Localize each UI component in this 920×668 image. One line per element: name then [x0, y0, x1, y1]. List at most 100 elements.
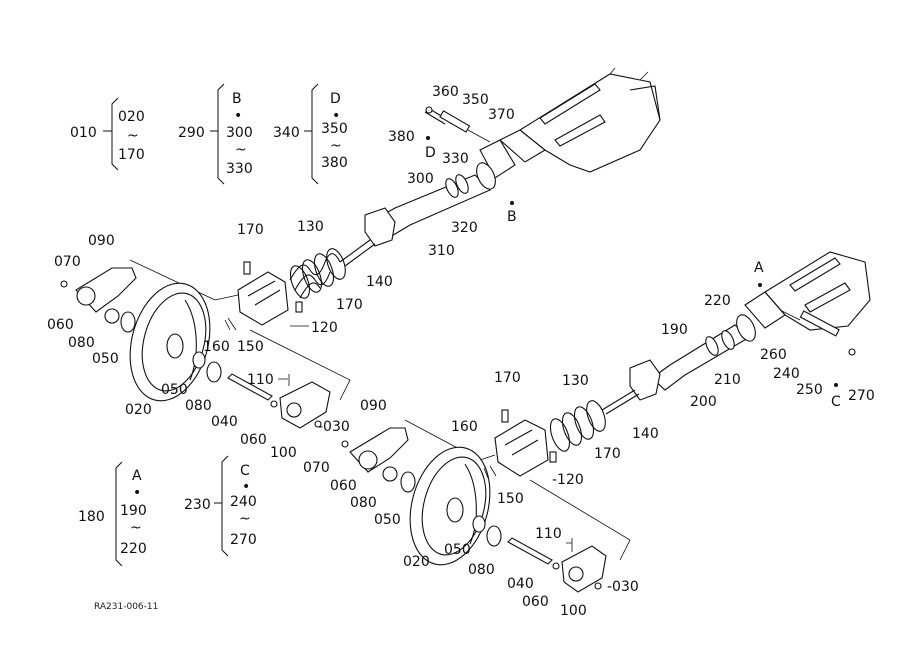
figure-code: RA231-006-11	[94, 602, 158, 612]
svg-text:190: 190	[120, 503, 147, 519]
svg-text:140: 140	[632, 426, 659, 442]
svg-text:240: 240	[773, 366, 800, 382]
svg-text:060: 060	[522, 594, 549, 610]
svg-text:-030: -030	[318, 419, 350, 435]
svg-text:350: 350	[462, 92, 489, 108]
svg-text:090: 090	[88, 233, 115, 249]
svg-text:150: 150	[237, 339, 264, 355]
svg-text:020: 020	[125, 402, 152, 418]
svg-text:330: 330	[226, 161, 253, 177]
svg-text:320: 320	[451, 220, 478, 236]
dot-a-marker	[758, 283, 762, 287]
upper-track-frame	[479, 67, 661, 179]
svg-text:170: 170	[118, 147, 145, 163]
svg-text:~: ~	[235, 142, 247, 158]
svg-text:050: 050	[444, 542, 471, 558]
svg-text:330: 330	[442, 151, 469, 167]
svg-text:D: D	[330, 91, 341, 107]
svg-text:B: B	[232, 91, 242, 107]
svg-text:110: 110	[535, 526, 562, 542]
svg-text:290: 290	[178, 125, 205, 141]
lower-spring-rod	[601, 314, 756, 415]
legend-id: 010	[70, 125, 97, 141]
svg-text:100: 100	[560, 603, 587, 619]
upper-axle-parts	[192, 317, 351, 429]
svg-text:080: 080	[68, 335, 95, 351]
svg-text:170: 170	[336, 297, 363, 313]
svg-text:310: 310	[428, 243, 455, 259]
legend-group-230: 230 C • 240 ~ 270	[184, 455, 257, 557]
svg-text:190: 190	[661, 322, 688, 338]
svg-text:•: •	[133, 485, 141, 501]
svg-text:100: 100	[270, 445, 297, 461]
svg-text:360: 360	[432, 84, 459, 100]
svg-text:220: 220	[704, 293, 731, 309]
svg-text:170: 170	[237, 222, 264, 238]
legend-group-010: 010 020 ~ 170	[70, 97, 145, 171]
svg-text:200: 200	[690, 394, 717, 410]
svg-text:380: 380	[321, 155, 348, 171]
svg-text:~: ~	[127, 128, 139, 144]
svg-text:080: 080	[350, 495, 377, 511]
svg-text:050: 050	[161, 382, 188, 398]
upper-idler-wheel	[129, 282, 211, 402]
svg-text:220: 220	[120, 541, 147, 557]
dot-b-marker	[510, 201, 514, 205]
svg-text:050: 050	[374, 512, 401, 528]
svg-text:160: 160	[203, 339, 230, 355]
svg-text:260: 260	[760, 347, 787, 363]
svg-text:160: 160	[451, 419, 478, 435]
svg-text:~: ~	[239, 511, 251, 527]
svg-text:080: 080	[468, 562, 495, 578]
svg-text:120: 120	[311, 320, 338, 336]
svg-text:C: C	[240, 463, 250, 479]
svg-text:070: 070	[303, 460, 330, 476]
upper-spring	[289, 248, 346, 299]
lower-idler-arm	[341, 419, 496, 493]
upper-grease-fitting	[424, 106, 491, 143]
upper-spring-rod	[339, 162, 496, 267]
svg-text:-120: -120	[552, 472, 584, 488]
lower-spring	[549, 400, 606, 452]
lower-labels: A 220 190 260 240 250 C 270 200 210 170 …	[303, 260, 875, 619]
svg-text:060: 060	[240, 432, 267, 448]
svg-text:240: 240	[230, 494, 257, 510]
svg-text:A: A	[754, 260, 764, 276]
svg-text:350: 350	[321, 121, 348, 137]
lower-track-frame	[744, 251, 871, 331]
svg-text:170: 170	[494, 370, 521, 386]
lower-idler-wheel	[409, 446, 491, 566]
svg-text:040: 040	[507, 576, 534, 592]
svg-text:020: 020	[403, 554, 430, 570]
svg-text:130: 130	[562, 373, 589, 389]
svg-text:060: 060	[47, 317, 74, 333]
svg-text:D: D	[425, 145, 436, 161]
svg-text:-030: -030	[607, 579, 639, 595]
svg-text:140: 140	[366, 274, 393, 290]
svg-text:130: 130	[297, 219, 324, 235]
svg-text:050: 050	[92, 351, 119, 367]
svg-text:110: 110	[247, 372, 274, 388]
dot-d-marker	[426, 136, 430, 140]
svg-text:A: A	[132, 468, 142, 484]
svg-text:080: 080	[185, 398, 212, 414]
svg-text:230: 230	[184, 497, 211, 513]
svg-text:150: 150	[497, 491, 524, 507]
svg-text:~: ~	[130, 520, 142, 536]
upper-yoke-bracket	[237, 261, 303, 326]
svg-text:300: 300	[226, 125, 253, 141]
svg-text:270: 270	[230, 532, 257, 548]
svg-text:•: •	[234, 108, 242, 124]
svg-text:370: 370	[488, 107, 515, 123]
svg-text:340: 340	[273, 125, 300, 141]
upper-idler-arm	[60, 259, 239, 333]
svg-text:180: 180	[78, 509, 105, 525]
svg-text:040: 040	[211, 414, 238, 430]
svg-text:B: B	[507, 209, 517, 225]
legend-group-290: 290 B • 300 ~ 330	[178, 83, 253, 185]
dot-c-marker	[834, 383, 838, 387]
svg-text:380: 380	[388, 129, 415, 145]
svg-text:170: 170	[594, 446, 621, 462]
svg-text:020: 020	[118, 109, 145, 125]
